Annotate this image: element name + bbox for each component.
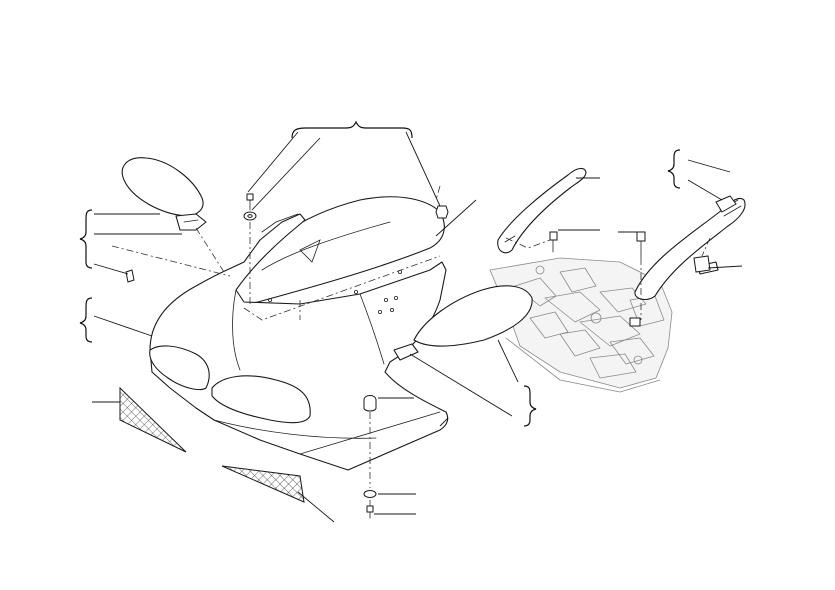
air-intake-mesh-left — [119, 386, 187, 453]
mirror-right — [393, 285, 533, 361]
support-bracket — [489, 257, 673, 393]
air-intake-mesh-right — [221, 465, 305, 503]
mirror-left — [121, 157, 207, 231]
side-trim-right — [634, 195, 746, 301]
leader-lines — [92, 131, 743, 523]
group-braces — [79, 120, 681, 427]
hardware — [125, 193, 711, 519]
side-trim-left — [497, 167, 587, 254]
assembly-lines — [111, 185, 711, 506]
